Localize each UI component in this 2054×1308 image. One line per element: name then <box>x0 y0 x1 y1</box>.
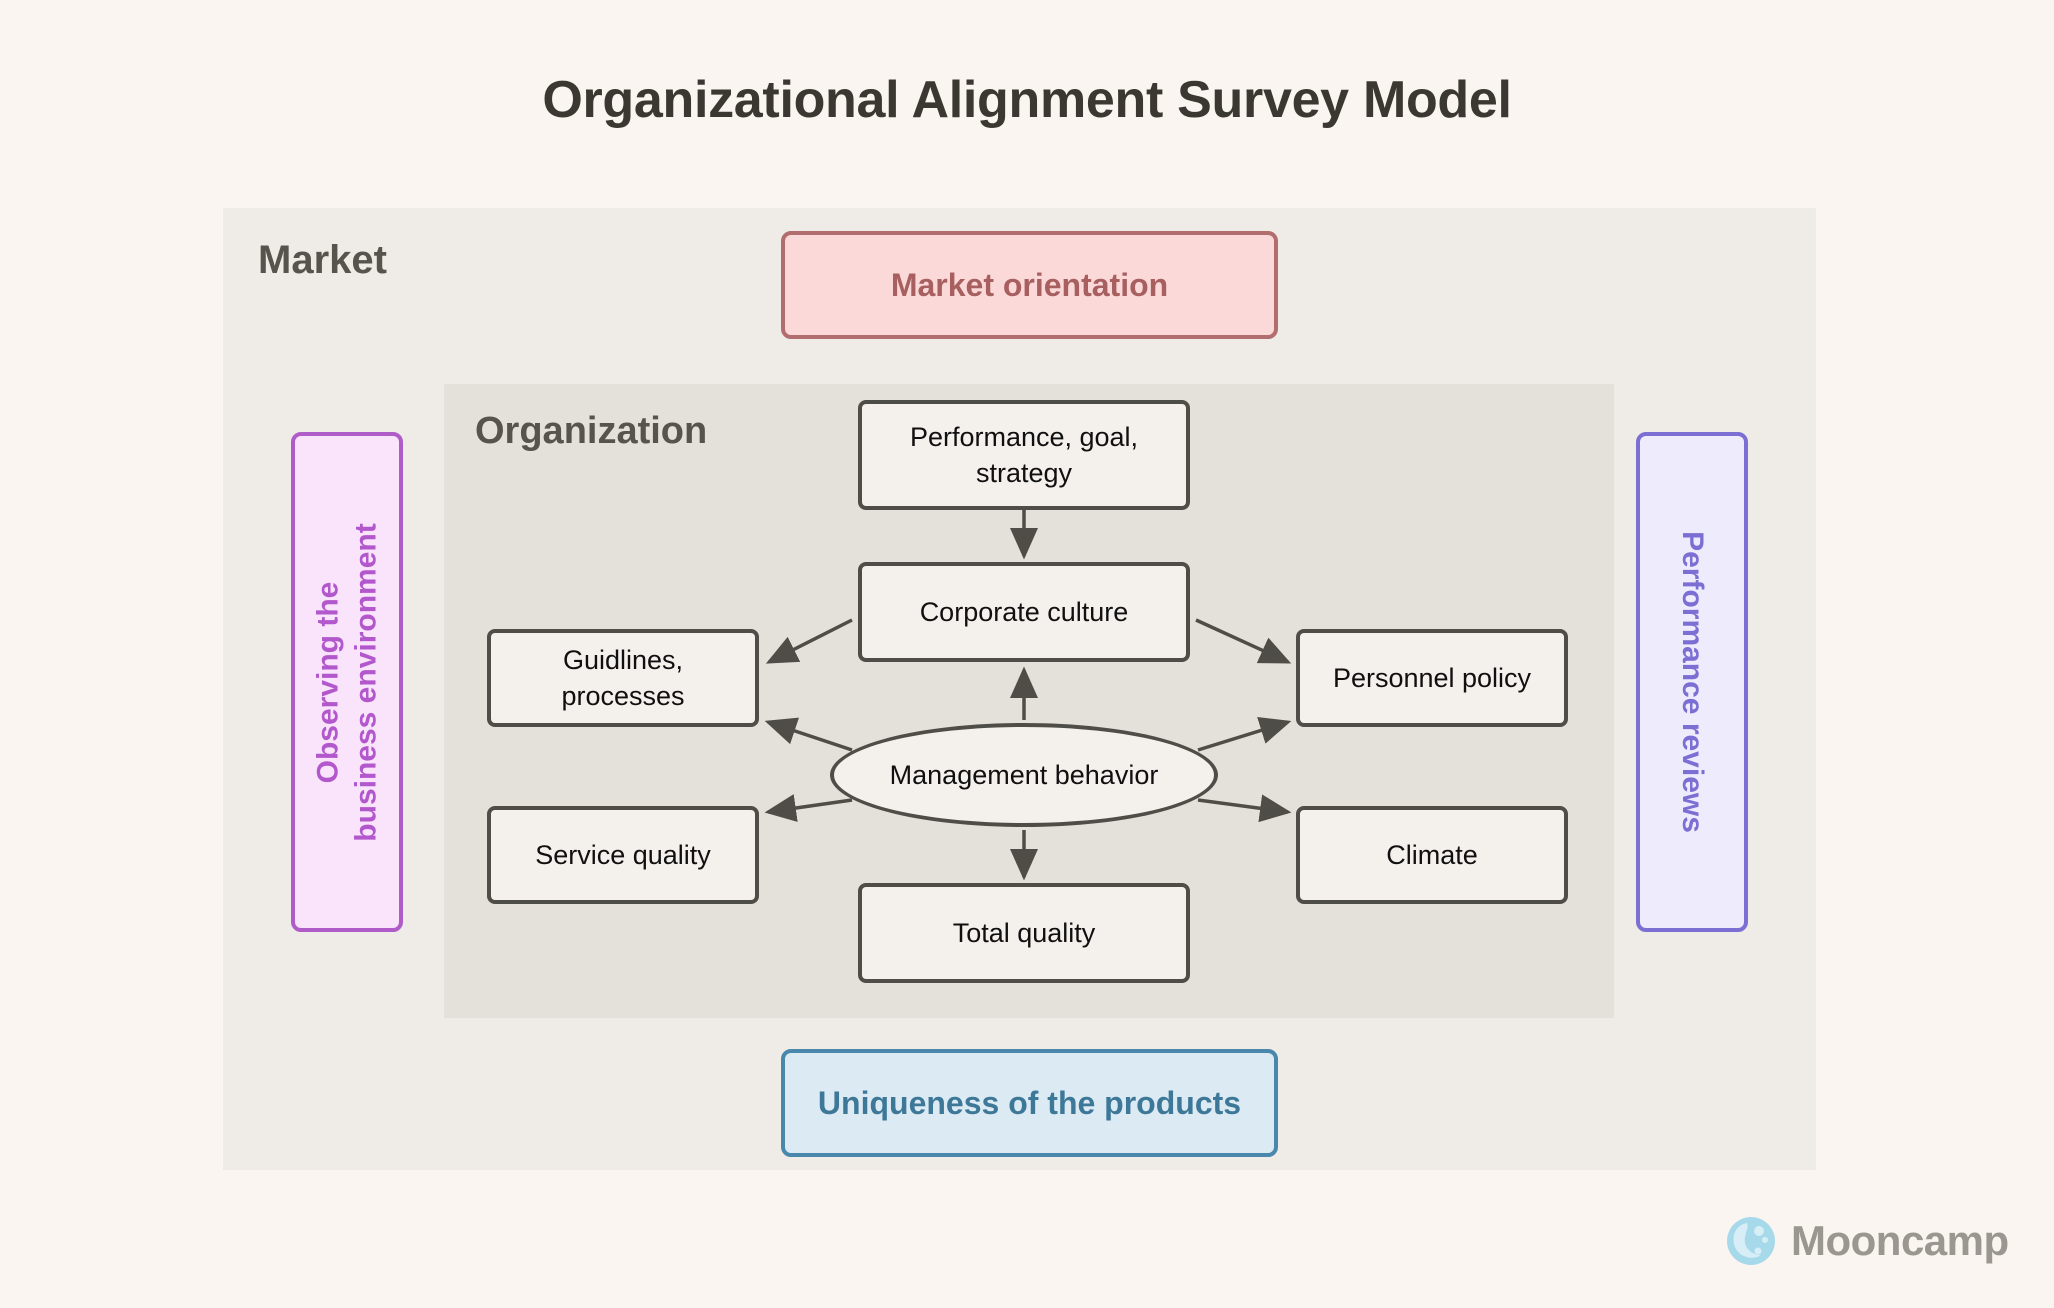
node-guidelines-processes: Guidlines, processes <box>487 629 759 727</box>
observing-line-2: business environment <box>349 522 383 842</box>
node-performance-goal-strategy: Performance, goal, strategy <box>858 400 1190 510</box>
node-personnel-policy: Personnel policy <box>1296 629 1568 727</box>
brand-name: Mooncamp <box>1791 1217 2009 1264</box>
observing-business-environment-label: Observing the business environment <box>291 432 403 932</box>
uniqueness-of-products-box: Uniqueness of the products <box>781 1049 1278 1157</box>
brand-logo: Mooncamp <box>1725 1215 2009 1267</box>
node-total-quality: Total quality <box>858 883 1190 983</box>
moon-icon <box>1727 1217 1775 1265</box>
node-corporate-culture: Corporate culture <box>858 562 1190 662</box>
market-label: Market <box>258 238 387 282</box>
market-orientation-box: Market orientation <box>781 231 1278 339</box>
node-service-quality: Service quality <box>487 806 759 904</box>
page-title: Organizational Alignment Survey Model <box>542 71 1512 129</box>
node-climate: Climate <box>1296 806 1568 904</box>
uniqueness-label: Uniqueness of the products <box>817 1084 1242 1121</box>
observing-line-1: Observing the <box>311 581 345 783</box>
performance-reviews-text: Performance reviews <box>1676 531 1709 833</box>
performance-reviews-label: Performance reviews <box>1636 432 1748 932</box>
organization-label: Organization <box>475 410 708 452</box>
market-orientation-label: Market orientation <box>890 266 1169 303</box>
observing-business-environment-text: Observing the business environment <box>310 523 385 841</box>
node-management-behavior: Management behavior <box>830 723 1218 827</box>
